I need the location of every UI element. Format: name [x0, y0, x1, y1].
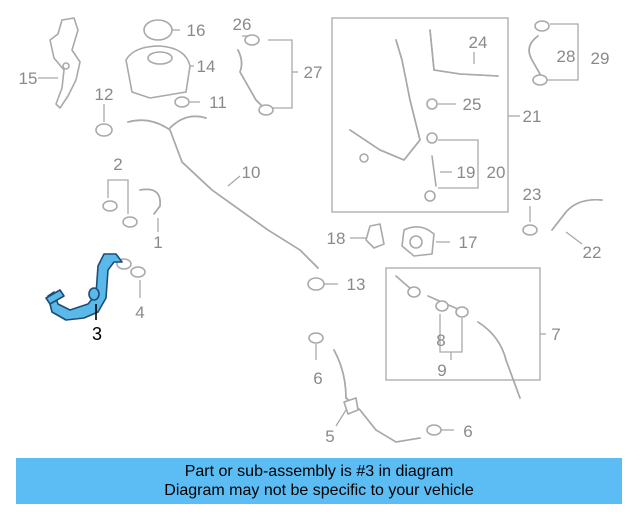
callout-9: 9 — [437, 361, 446, 380]
callout-3: 3 — [92, 324, 102, 344]
callout-21: 21 — [523, 107, 542, 126]
callout-17: 17 — [459, 233, 478, 252]
part-13-clamp — [307, 277, 325, 291]
callout-26: 26 — [233, 15, 252, 34]
callout-5: 5 — [325, 427, 334, 446]
part-7-box — [385, 267, 541, 399]
callout-2: 2 — [113, 155, 122, 174]
callout-8: 8 — [436, 331, 445, 350]
part-28-hose — [528, 20, 550, 86]
callout-6-upper: 6 — [313, 369, 322, 388]
part-10-hose — [127, 115, 319, 269]
footer-banner: Part or sub-assembly is #3 in diagram Di… — [16, 458, 622, 504]
part-11-clamp — [174, 96, 190, 108]
parts-diagram: 15 12 16 14 11 26 27 10 — [19, 15, 610, 446]
part-14-reservoir — [125, 45, 191, 99]
callout-4: 4 — [135, 303, 144, 322]
callout-16: 16 — [187, 21, 206, 40]
callout-19: 19 — [457, 163, 476, 182]
callout-15: 15 — [19, 69, 38, 88]
part-6-clamp-lower — [426, 424, 442, 436]
callout-14: 14 — [197, 57, 216, 76]
callout-18: 18 — [327, 229, 346, 248]
part-3-highlighted-hose — [45, 253, 123, 321]
callout-23: 23 — [523, 185, 542, 204]
callout-25: 25 — [463, 95, 482, 114]
callout-7: 7 — [551, 325, 560, 344]
callout-20: 20 — [487, 163, 506, 182]
part-12-clamp — [95, 123, 113, 137]
callout-12: 12 — [95, 85, 114, 104]
callout-28: 28 — [557, 47, 576, 66]
part-18-bracket — [365, 223, 385, 249]
callout-6-lower: 6 — [463, 422, 472, 441]
part-16-cap — [143, 19, 173, 41]
part-17-pump — [401, 226, 435, 257]
part-4-clamp — [116, 258, 146, 278]
part-1-hose — [102, 188, 161, 228]
part-21-box — [331, 17, 509, 213]
footer-line-2: Diagram may not be specific to your vehi… — [164, 482, 474, 499]
callout-10: 10 — [242, 163, 261, 182]
part-6-clamp-upper — [308, 332, 324, 344]
part-15-bracket — [49, 17, 81, 109]
callout-11: 11 — [209, 93, 227, 112]
part-23-clamp — [522, 224, 538, 236]
callout-1: 1 — [153, 233, 162, 252]
part-26-27-hose — [237, 34, 274, 116]
footer-line-1: Part or sub-assembly is #3 in diagram — [184, 463, 454, 480]
part-22-hose — [551, 198, 603, 231]
callout-27: 27 — [304, 63, 323, 82]
callout-24: 24 — [469, 33, 488, 52]
callout-22: 22 — [583, 243, 602, 262]
callout-29: 29 — [591, 49, 610, 68]
callout-13: 13 — [347, 275, 366, 294]
part-5-hose — [333, 349, 421, 443]
